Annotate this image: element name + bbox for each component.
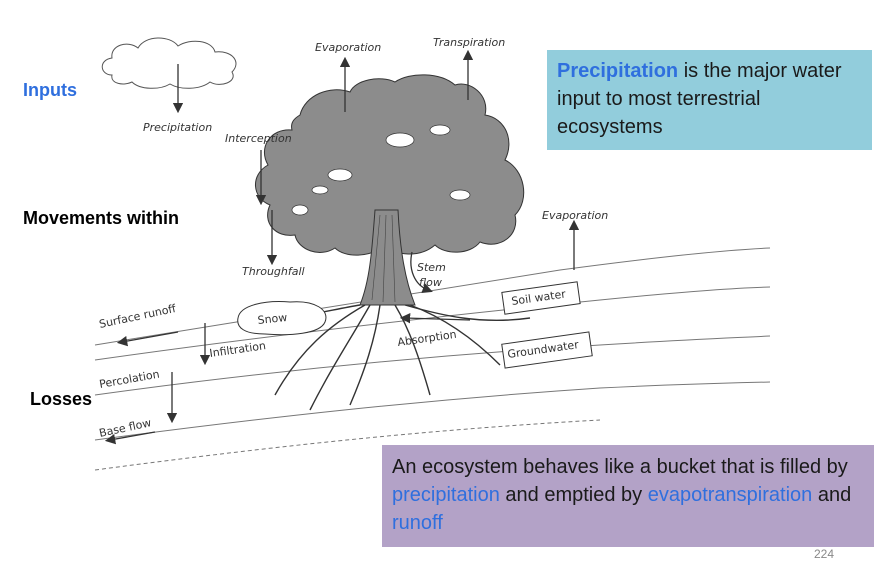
label-infiltration: Infiltration	[209, 339, 267, 360]
bucket-text-3: and	[812, 484, 852, 506]
label-stem: Stem	[417, 261, 446, 274]
precipitation-callout: Precipitation is the major water input t…	[547, 50, 872, 150]
label-evaporation-soil: Evaporation	[542, 209, 608, 222]
cloud-icon	[101, 37, 237, 89]
losses-label: Losses	[30, 389, 93, 409]
label-evaporation-tree: Evaporation	[315, 41, 381, 54]
tree-roots	[264, 304, 531, 411]
bucket-text-2: and emptied by	[499, 484, 648, 506]
label-transpiration: Transpiration	[433, 36, 505, 49]
label-precipitation: Precipitation	[143, 121, 212, 134]
label-throughfall: Throughfall	[242, 265, 305, 278]
label-snow: Snow	[257, 311, 288, 327]
bucket-term-evapotranspiration: evapotranspiration	[647, 484, 813, 506]
bucket-text-1: An ecosystem behaves like a bucket that …	[392, 456, 848, 478]
label-surface-runoff: Surface runoff	[98, 302, 178, 331]
bucket-term-precipitation: precipitation	[392, 484, 500, 506]
page-number: 224	[814, 547, 835, 561]
label-absorption: Absorption	[397, 328, 458, 349]
bucket-callout: An ecosystem behaves like a bucket that …	[382, 445, 874, 547]
groundwater-box	[501, 331, 593, 369]
callout-term: Precipitation	[557, 60, 679, 82]
snow-patch	[237, 301, 327, 336]
label-interception: Interception	[225, 132, 292, 145]
callout-text: is the major water input to most terrest…	[557, 60, 842, 138]
label-flow: flow	[419, 276, 442, 289]
soil-water-box	[501, 281, 581, 315]
bucket-term-runoff: runoff	[392, 512, 443, 534]
movements-label: Movements within	[23, 208, 180, 228]
tree-canopy	[255, 74, 525, 256]
inputs-label: Inputs	[23, 80, 77, 100]
